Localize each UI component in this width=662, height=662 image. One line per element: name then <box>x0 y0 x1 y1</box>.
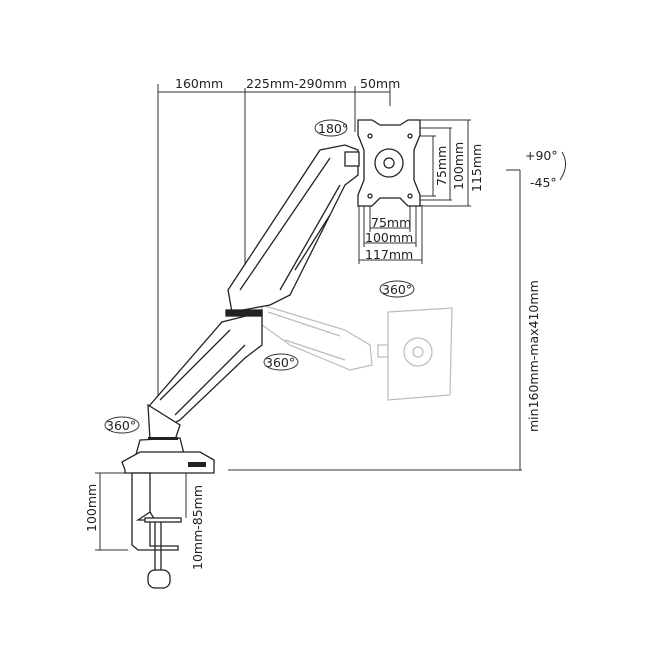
tilt-up-label: +90° <box>525 148 558 163</box>
rotation-elbow-icon: 360° <box>263 353 299 371</box>
pole-offset-label: 160mm <box>175 76 223 91</box>
vesa-w75-label: 75mm <box>371 215 411 230</box>
height-range-label: min160mm-max410mm <box>526 280 541 432</box>
desk-thickness-label: 10mm-85mm <box>190 485 205 570</box>
rotation-180-label: 180° <box>318 121 348 136</box>
arm-reach-label: 225mm-290mm <box>246 76 347 91</box>
clamp-height-label: 100mm <box>84 484 99 532</box>
plate-h-label: 115mm <box>469 144 484 192</box>
monitor-arm <box>121 144 360 589</box>
lowered-arm-ghost <box>261 304 453 401</box>
rotation-plate-label: 360° <box>382 282 412 297</box>
vesa-h100-label: 100mm <box>451 142 466 190</box>
rotation-base-label: 360° <box>106 418 136 433</box>
rotation-plate-icon: 360° <box>379 280 415 298</box>
head-offset-label: 50mm <box>360 76 400 91</box>
tilt-arrow-icon <box>559 151 566 181</box>
vesa-plate <box>357 119 421 207</box>
tilt-down-label: -45° <box>530 175 557 190</box>
rotation-180-icon: 180° <box>314 119 348 137</box>
rotation-base-icon: 360° <box>104 416 140 434</box>
rotation-elbow-label: 360° <box>265 355 295 370</box>
vesa-w100-label: 100mm <box>365 230 413 245</box>
dimension-lines <box>95 84 522 551</box>
vesa-h75-label: 75mm <box>434 146 449 186</box>
plate-w-label: 117mm <box>365 247 413 262</box>
